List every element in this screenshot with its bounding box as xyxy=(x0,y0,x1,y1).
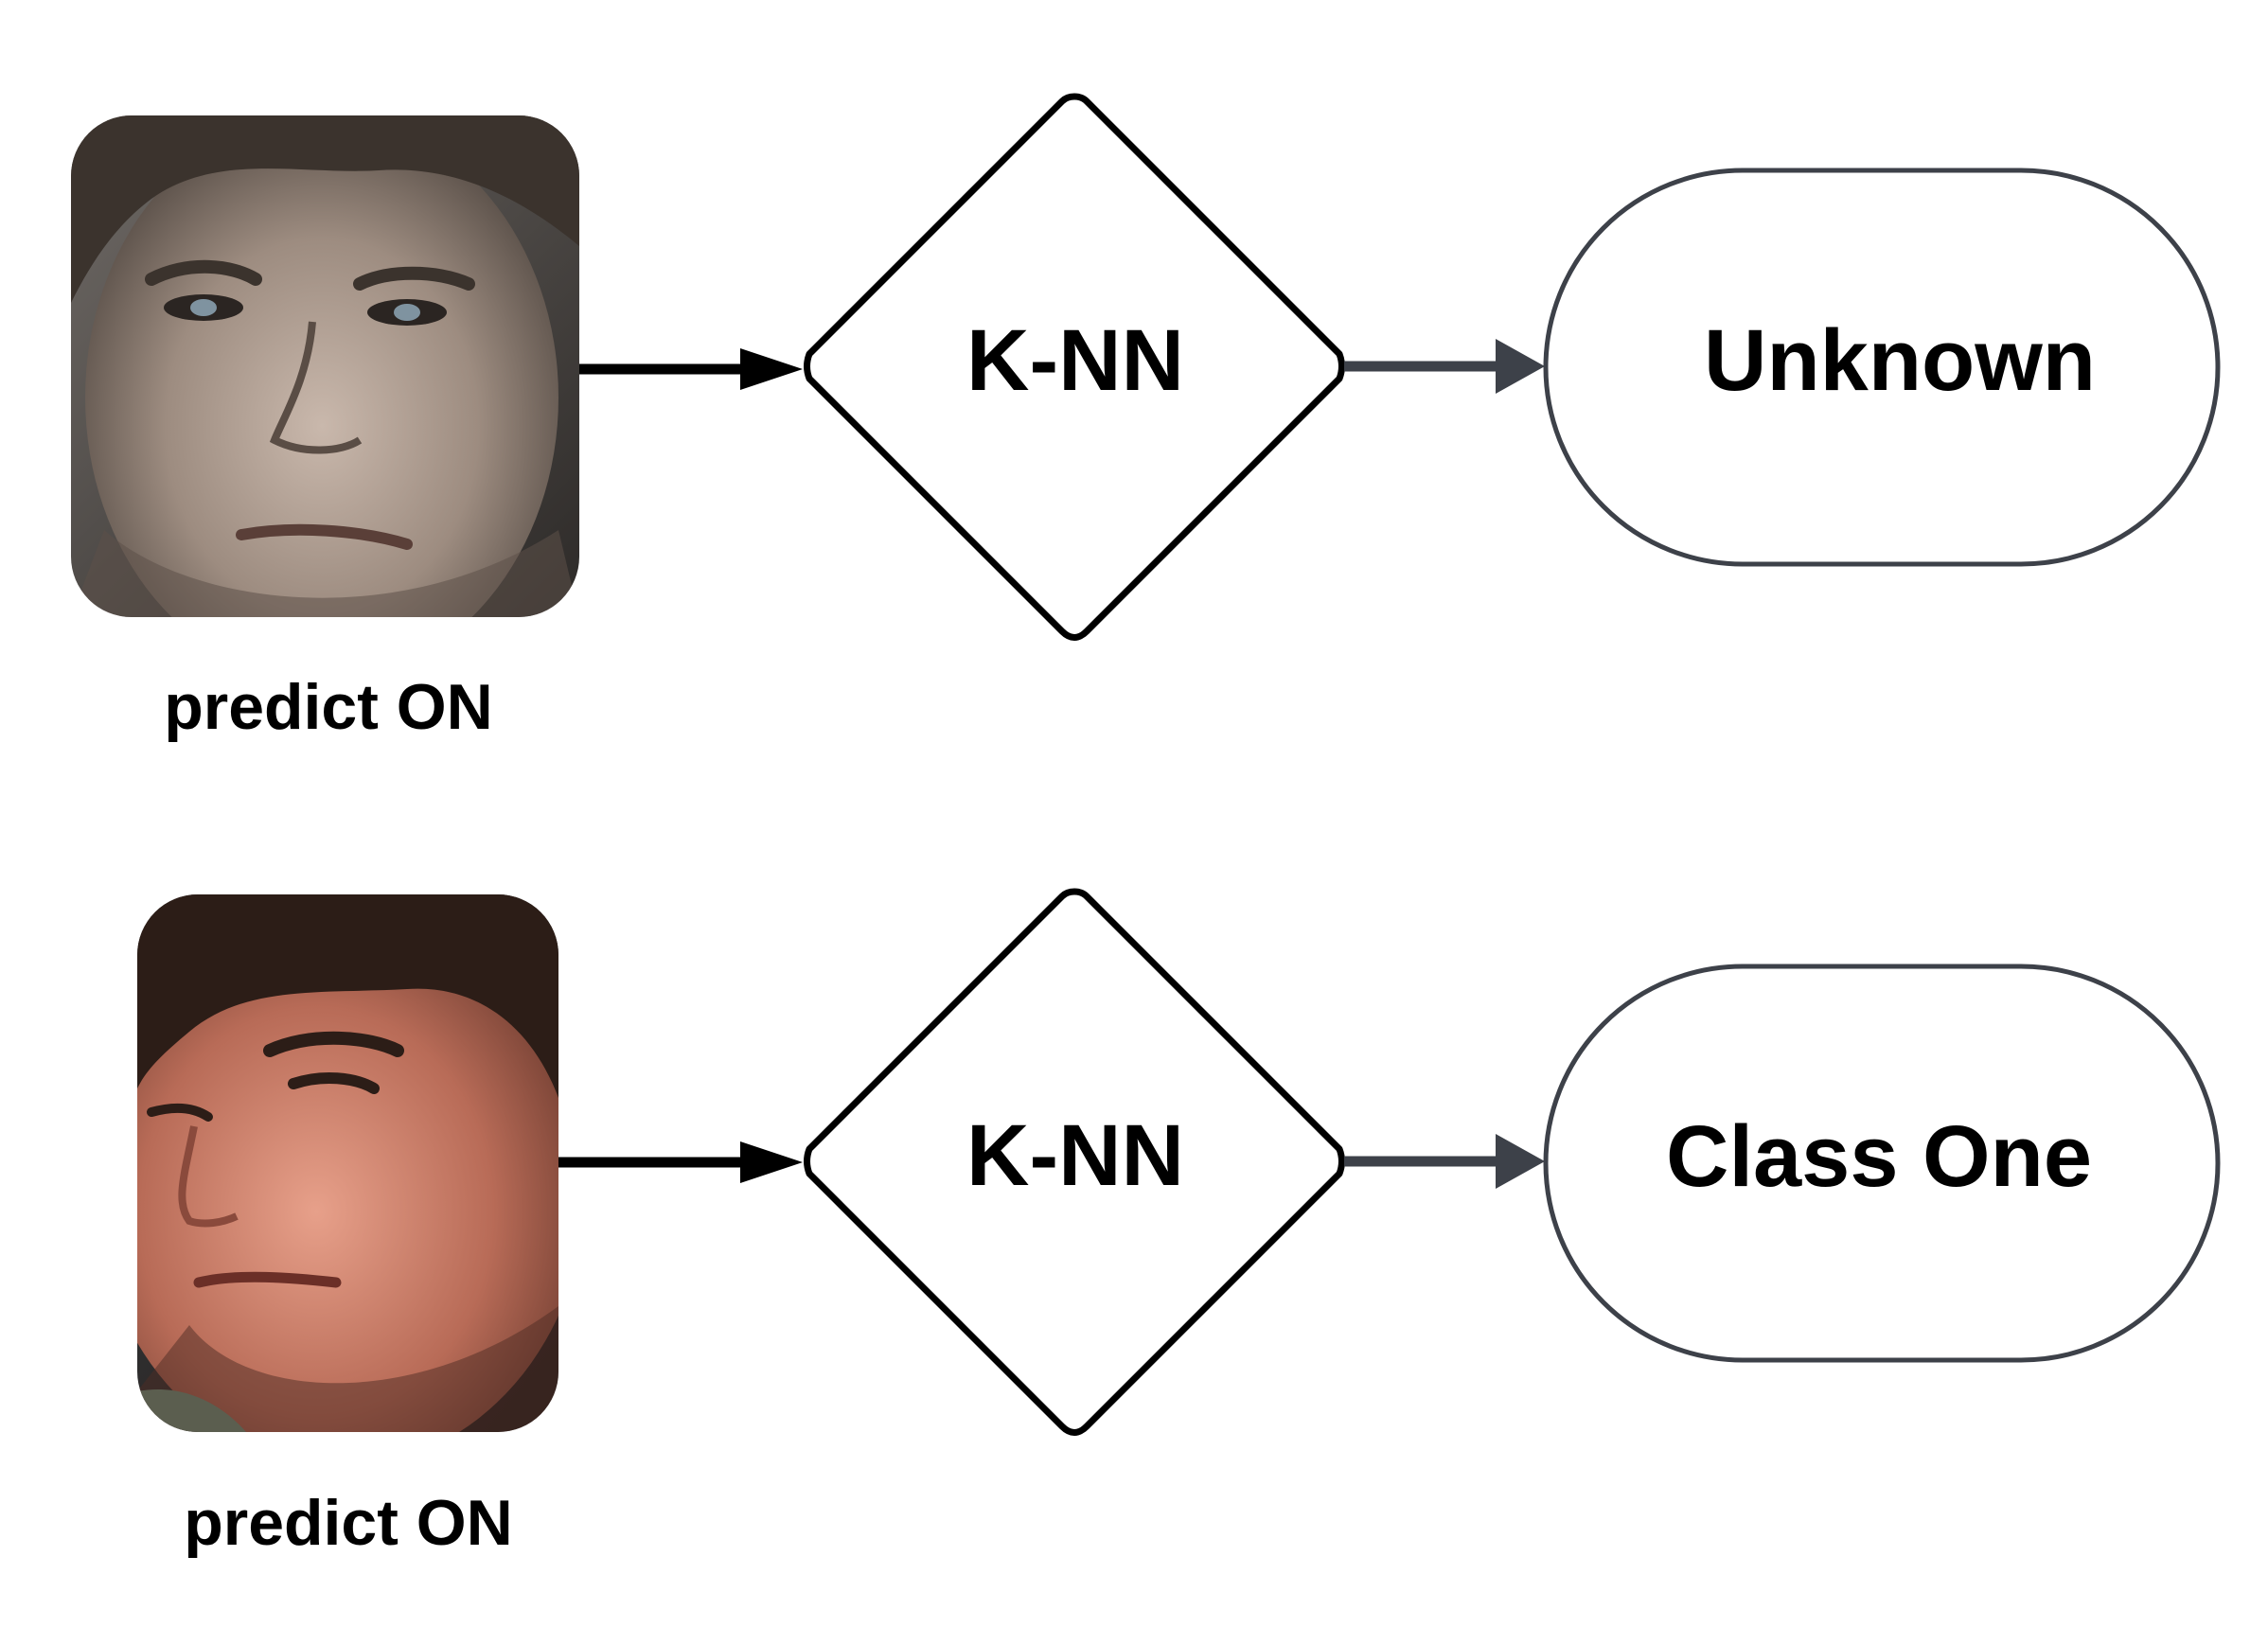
knn-decision-node: K-NN xyxy=(804,93,1345,641)
result-label: Unknown xyxy=(1704,312,2096,409)
face-photo-man-light-hair-icon xyxy=(71,115,579,617)
result-node: Unknown xyxy=(1543,168,2221,567)
photo-caption: predict ON xyxy=(184,1487,513,1559)
knn-decision-node: K-NN xyxy=(804,888,1345,1436)
arrow-photo-to-knn xyxy=(558,1141,803,1183)
photo-caption: predict ON xyxy=(164,671,493,743)
knn-label: K-NN xyxy=(966,312,1184,409)
arrow-knn-to-result xyxy=(1344,339,1545,394)
arrow-photo-to-knn xyxy=(579,348,803,390)
row-1: predict ON K-NN Unknown xyxy=(71,93,2221,743)
result-node: Class One xyxy=(1543,964,2221,1363)
knn-label: K-NN xyxy=(966,1107,1184,1204)
result-label: Class One xyxy=(1666,1108,2092,1205)
face-photo-man-dark-hair-icon xyxy=(137,894,558,1432)
row-2: predict ON K-NN Class One xyxy=(137,888,2221,1559)
arrow-knn-to-result xyxy=(1344,1134,1545,1189)
